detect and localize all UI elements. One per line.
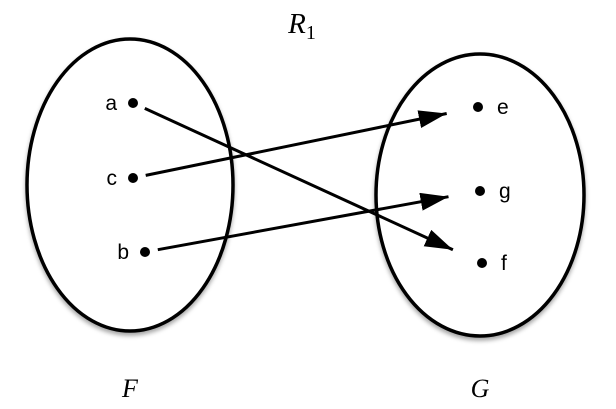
element-dot-a [128,98,138,108]
element-label-g: g [499,180,511,203]
left-set-label: F [121,374,139,403]
relation-arrows [144,107,454,252]
element-dot-e [473,102,483,112]
diagram-title: R1 [287,8,316,44]
element-label-f: f [501,252,507,275]
relation-arrow-b-g [157,192,449,252]
left-set-ellipse [25,37,235,333]
title-subscript: 1 [306,22,316,44]
element-dot-c [128,173,138,183]
element-label-a: a [105,92,117,115]
element-dot-f [477,258,487,268]
element-dot-g [475,186,485,196]
title-base: R [287,8,306,40]
element-label-e: e [497,96,509,119]
relation-arrow-c-e [145,110,448,177]
right-set-label: G [471,374,490,403]
element-dot-b [140,247,150,257]
relation-arrow-a-f [144,107,454,252]
element-label-b: b [117,241,129,264]
element-label-c: c [107,167,118,190]
